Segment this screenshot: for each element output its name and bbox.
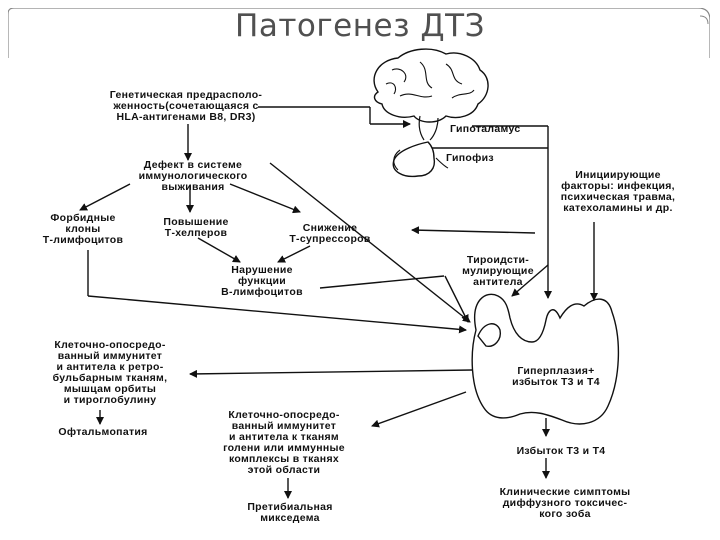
- node-excess: Избыток Т3 и Т4: [516, 445, 606, 457]
- node-tsi: Тироидсти- мулирующие антитела: [462, 254, 534, 288]
- node-genetic: Генетическая предрасполо- женность(сочет…: [109, 89, 263, 123]
- node-immune-defect: Дефект в системе иммунологического выжив…: [138, 159, 248, 193]
- node-cell-immunity-orbit: Клеточно-опосредо- ванный иммунитет и ан…: [52, 339, 168, 406]
- node-hyperplasia: Гиперплазия+ избыток Т3 и Т4: [512, 365, 600, 388]
- node-t-helpers: Повышение Т-хелперов: [163, 216, 229, 239]
- slide-frame: [7, 7, 711, 534]
- node-initiating: Инициирующие факторы: инфекция, психичес…: [560, 169, 676, 214]
- node-b-lymphocytes: Нарушение функции В-лимфоцитов: [221, 264, 303, 298]
- node-t-suppressors: Снижение Т-супрессоров: [289, 222, 371, 245]
- slide-title: Патогенез ДТЗ: [235, 8, 485, 44]
- thyroid-icon: [471, 293, 620, 425]
- node-ophthalmopathy: Офтальмопатия: [58, 426, 148, 438]
- brain-icon: [373, 48, 489, 123]
- frame-border: [7, 7, 711, 58]
- node-hypothalamus: Гипоталамус: [450, 123, 521, 135]
- pituitary-icon: [392, 141, 436, 178]
- node-pituitary: Гипофиз: [446, 152, 494, 164]
- node-myxedema: Претибиальная микседема: [247, 501, 333, 524]
- node-forbidden-clones: Форбидные клоны Т-лимфоцитов: [42, 212, 124, 246]
- node-cell-immunity-shin: Клеточно-опосредо- ванный иммунитет и ан…: [223, 409, 345, 476]
- node-clinical: Клинические симптомы диффузного токсичес…: [499, 486, 631, 520]
